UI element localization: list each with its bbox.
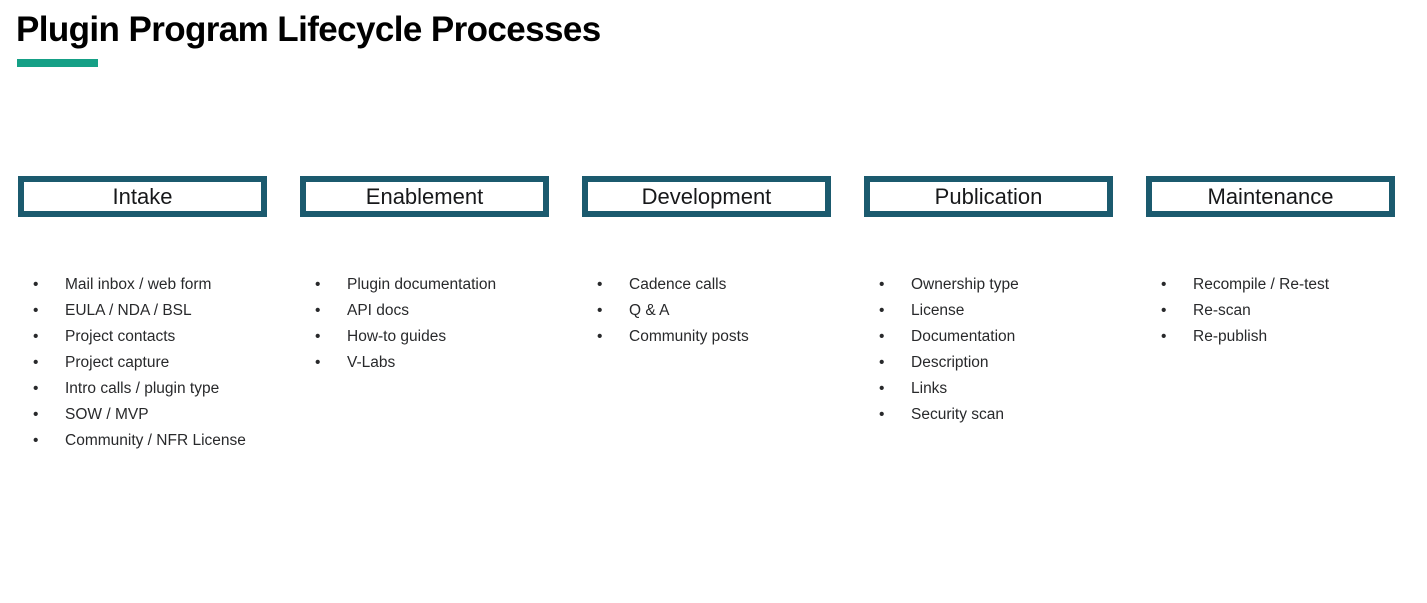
bullet-icon: • [33,354,39,371]
stage-header-enablement[interactable]: Enablement [300,176,549,217]
list-item: • How-to guides [315,324,549,350]
bullet-icon: • [879,406,885,423]
bullet-icon: • [315,302,321,319]
bullet-icon: • [315,276,321,293]
process-column-enablement: Enablement • Plugin documentation • API docs… [300,176,549,454]
bullet-icon: • [33,380,39,397]
list-item-label: Security scan [911,406,1005,423]
bullet-icon: • [33,406,39,423]
bullet-icon: • [33,432,39,449]
list-item: • API docs [315,298,549,324]
list-item-label: Intro calls / plugin type [65,380,220,397]
list-item: • EULA / NDA / BSL [33,298,267,324]
bullet-icon: • [597,302,603,319]
list-item: • Community / NFR License [33,428,267,454]
list-item-label: Re-publish [1193,328,1268,345]
stage-header-label: Maintenance [1207,183,1334,209]
bullet-icon: • [33,302,39,319]
list-item-label: Project capture [65,354,170,371]
bullet-icon: • [1161,328,1167,345]
stage-header-publication[interactable]: Publication [864,176,1113,217]
list-item: • Community posts [597,324,831,350]
list-item: • Mail inbox / web form [33,272,267,298]
bullet-icon: • [33,276,39,293]
list-item: • Re-publish [1161,324,1395,350]
stage-header-label: Enablement [365,183,484,209]
bullet-icon: • [1161,276,1167,293]
bullet-icon: • [315,354,321,371]
list-item: • Plugin documentation [315,272,549,298]
list-item-label: Community / NFR License [65,432,246,449]
list-item-label: Re-scan [1193,302,1251,319]
bullet-icon: • [879,380,885,397]
process-column-maintenance: Maintenance•Recompile / Re-test•Re-scan•… [1146,176,1395,454]
process-column-publication: Publication • Ownership type • License • Docum… [864,176,1113,454]
process-column-development: Development • Cadence calls • Q & A • Communit… [582,176,831,454]
page-title: Plugin Program Lifecycle Processes [16,10,601,49]
list-item: • Q & A [597,298,831,324]
list-item: • Project contacts [33,324,267,350]
list-item: • Project capture [33,350,267,376]
stage-header-intake[interactable]: Intake [18,176,267,217]
list-item: • V-Labs [315,350,549,376]
stage-header-label: Intake [112,183,173,209]
bullet-icon: • [33,328,39,345]
stage-item-list: • Ownership type • License • Documentation • De… [879,272,1113,428]
list-item-label: V-Labs [347,354,396,371]
list-item-label: Description [911,354,989,371]
list-item-label: API docs [347,302,410,319]
list-item: • SOW / MVP [33,402,267,428]
stage-header-label: Development [641,183,772,209]
list-item: • Documentation [879,324,1113,350]
list-item: • Description [879,350,1113,376]
stage-item-list: •Mail inbox / web form•EULA / NDA / BSL•… [33,272,267,454]
bullet-icon: • [879,276,885,293]
list-item-label: Recompile / Re-test [1193,276,1330,293]
stage-item-list: • Recompile / Re-test • Re-scan • Re-publish [1161,272,1395,350]
list-item-label: EULA / NDA / BSL [65,302,192,319]
list-item-label: Cadence calls [629,276,727,293]
bullet-icon: • [879,354,885,371]
list-item-label: License [911,302,965,319]
stage-header-label: Publication [934,183,1043,209]
bullet-icon: • [597,276,603,293]
list-item: • Recompile / Re-test [1161,272,1395,298]
list-item: • License [879,298,1113,324]
list-item-label: Mail inbox / web form [65,276,212,293]
list-item-label: Q & A [629,302,670,319]
list-item: • Re-scan [1161,298,1395,324]
list-item: • Ownership type [879,272,1113,298]
list-item-label: Links [911,380,948,397]
bullet-icon: • [1161,302,1167,319]
list-item-label: Ownership type [911,276,1019,293]
list-item-label: How-to guides [347,328,447,345]
bullet-icon: • [315,328,321,345]
list-item: • Security scan [879,402,1113,428]
list-item-label: Documentation [911,328,1016,345]
list-item-label: SOW / MVP [65,406,149,423]
list-item: • Intro calls / plugin type [33,376,267,402]
list-item-label: Community posts [629,328,749,345]
stage-header-development[interactable]: Development [582,176,831,217]
stage-item-list: • Cadence calls • Q & A • Community posts [597,272,831,350]
bullet-icon: • [879,302,885,319]
list-item-label: Plugin documentation [347,276,497,293]
bullet-icon: • [597,328,603,345]
lifecycle-process-row: Intake • Mail inbox / web form • EULA / NDA … [18,176,1409,454]
process-column-intake: Intake • Mail inbox / web form • EULA / NDA … [18,176,267,454]
list-item: • Cadence calls [597,272,831,298]
title-accent-bar [17,59,98,67]
list-item: • Links [879,376,1113,402]
stage-header-maintenance[interactable]: Maintenance [1146,176,1395,217]
list-item-label: Project contacts [65,328,176,345]
stage-item-list: • Plugin documentation • API docs • How-to gu… [315,272,549,376]
bullet-icon: • [879,328,885,345]
